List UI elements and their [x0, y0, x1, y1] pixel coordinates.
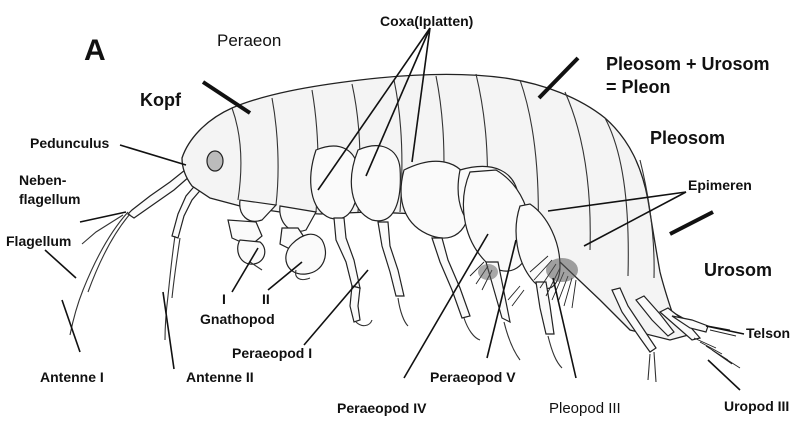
label-uropod-iii: Uropod III [724, 398, 789, 414]
label-pleosom: Pleosom [650, 128, 725, 148]
flagellum-leader [45, 250, 76, 278]
kopf-pointer [203, 82, 250, 113]
label-pleopod-iii: Pleopod III [549, 400, 621, 417]
label-peraeopod-iv: Peraeopod IV [337, 400, 427, 416]
label-pleosom-urosom: Pleosom + Urosom [606, 54, 770, 74]
pleopod-iii-leader [553, 278, 576, 378]
antenna-ii-drawing [165, 182, 204, 340]
label-nebenflagellum-line1: Neben- [19, 172, 67, 188]
antenna-i-drawing [70, 170, 190, 335]
label-nebenflagellum-line2: flagellum [19, 191, 80, 207]
pedunculus-leader [120, 145, 186, 165]
label-pleon: = Pleon [606, 77, 671, 97]
panel-letter: A [84, 34, 106, 67]
gnathopod-i-drawing [228, 220, 265, 270]
amphipod-drawing [70, 74, 740, 382]
gnathopod-ii-drawing [280, 228, 325, 280]
label-epimeren: Epimeren [688, 177, 752, 193]
eye [207, 151, 223, 171]
label-gnathopod-i: I [222, 291, 226, 307]
label-gnathopod: Gnathopod [200, 311, 275, 327]
label-gnathopod-ii: II [262, 291, 270, 307]
label-kopf: Kopf [140, 90, 182, 110]
urosom-pointer [670, 212, 713, 234]
peraeopod-ii-drawing [378, 222, 408, 326]
label-antenne-ii: Antenne II [186, 369, 254, 385]
label-peraeon: Peraeon [217, 31, 281, 50]
label-telson: Telson [746, 325, 790, 341]
label-coxa: Coxa(Iplatten) [380, 13, 473, 29]
coxal-plate-4 [351, 146, 400, 221]
label-pedunculus: Pedunculus [30, 135, 110, 151]
peraeopod-iv-drawing [463, 170, 530, 360]
label-flagellum: Flagellum [6, 233, 71, 249]
label-peraeopod-i: Peraeopod I [232, 345, 312, 361]
label-antenne-i: Antenne I [40, 369, 104, 385]
gnathopod-ii-leader [268, 262, 302, 290]
label-peraeopod-v: Peraeopod V [430, 369, 516, 385]
label-urosom: Urosom [704, 260, 772, 280]
